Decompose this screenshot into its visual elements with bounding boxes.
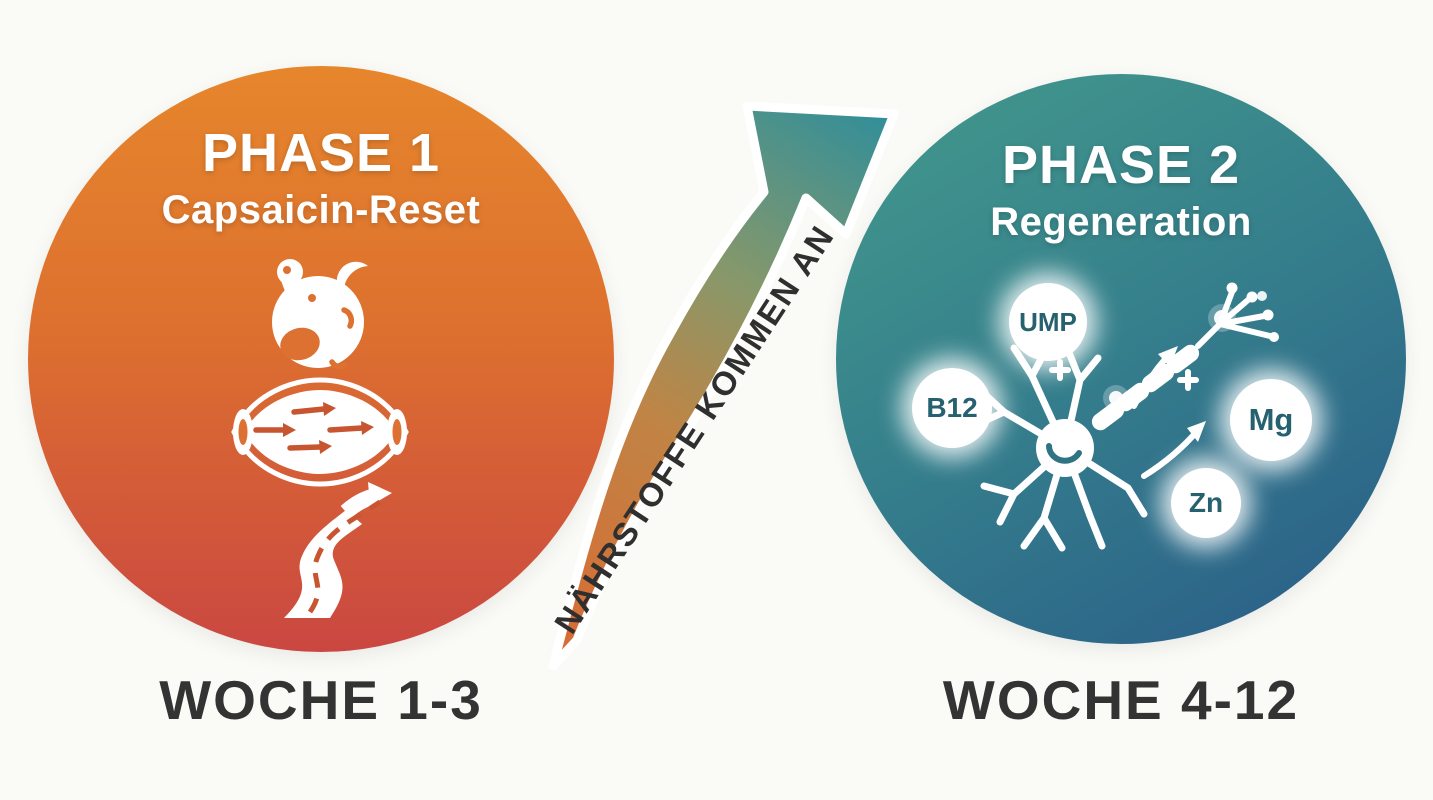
- phase2-circle: PHASE 2 Regeneration: [836, 74, 1406, 644]
- blood-vessel-flow-icon: [231, 377, 409, 487]
- phase2-icons: [974, 282, 1279, 552]
- capsaicin-receptor-icon: [272, 259, 368, 370]
- growth-arrow-icon: [1131, 346, 1206, 479]
- nutrient-badge-b12: B12: [912, 368, 992, 448]
- nutrient-badge-ump: UMP: [1009, 283, 1087, 361]
- neuron-icon: [974, 282, 1279, 552]
- winding-road-icon: [284, 482, 392, 618]
- phase1-icons: [231, 259, 409, 618]
- phase2-week-label: WOCHE 4-12: [942, 669, 1300, 731]
- phase1-title: PHASE 1: [201, 123, 441, 183]
- nutrient-label: Mg: [1248, 402, 1294, 437]
- nutrient-label: B12: [926, 392, 978, 423]
- nutrient-badge-zn: Zn: [1171, 468, 1241, 538]
- phase2-title: PHASE 2: [1001, 135, 1241, 195]
- nutrient-label: Zn: [1188, 487, 1224, 518]
- phase1-week-label: WOCHE 1-3: [159, 669, 483, 731]
- phase1-circle: PHASE 1 Capsaicin-Reset: [28, 66, 614, 652]
- phase2-subtitle: Regeneration: [990, 200, 1252, 244]
- nutrient-badge-mg: Mg: [1230, 379, 1312, 461]
- nutrient-label: UMP: [1019, 306, 1077, 337]
- glow-dot-icon: [1103, 291, 1267, 411]
- sparkle-plus-icon: [1049, 359, 1199, 391]
- phase1-subtitle: Capsaicin-Reset: [161, 188, 481, 232]
